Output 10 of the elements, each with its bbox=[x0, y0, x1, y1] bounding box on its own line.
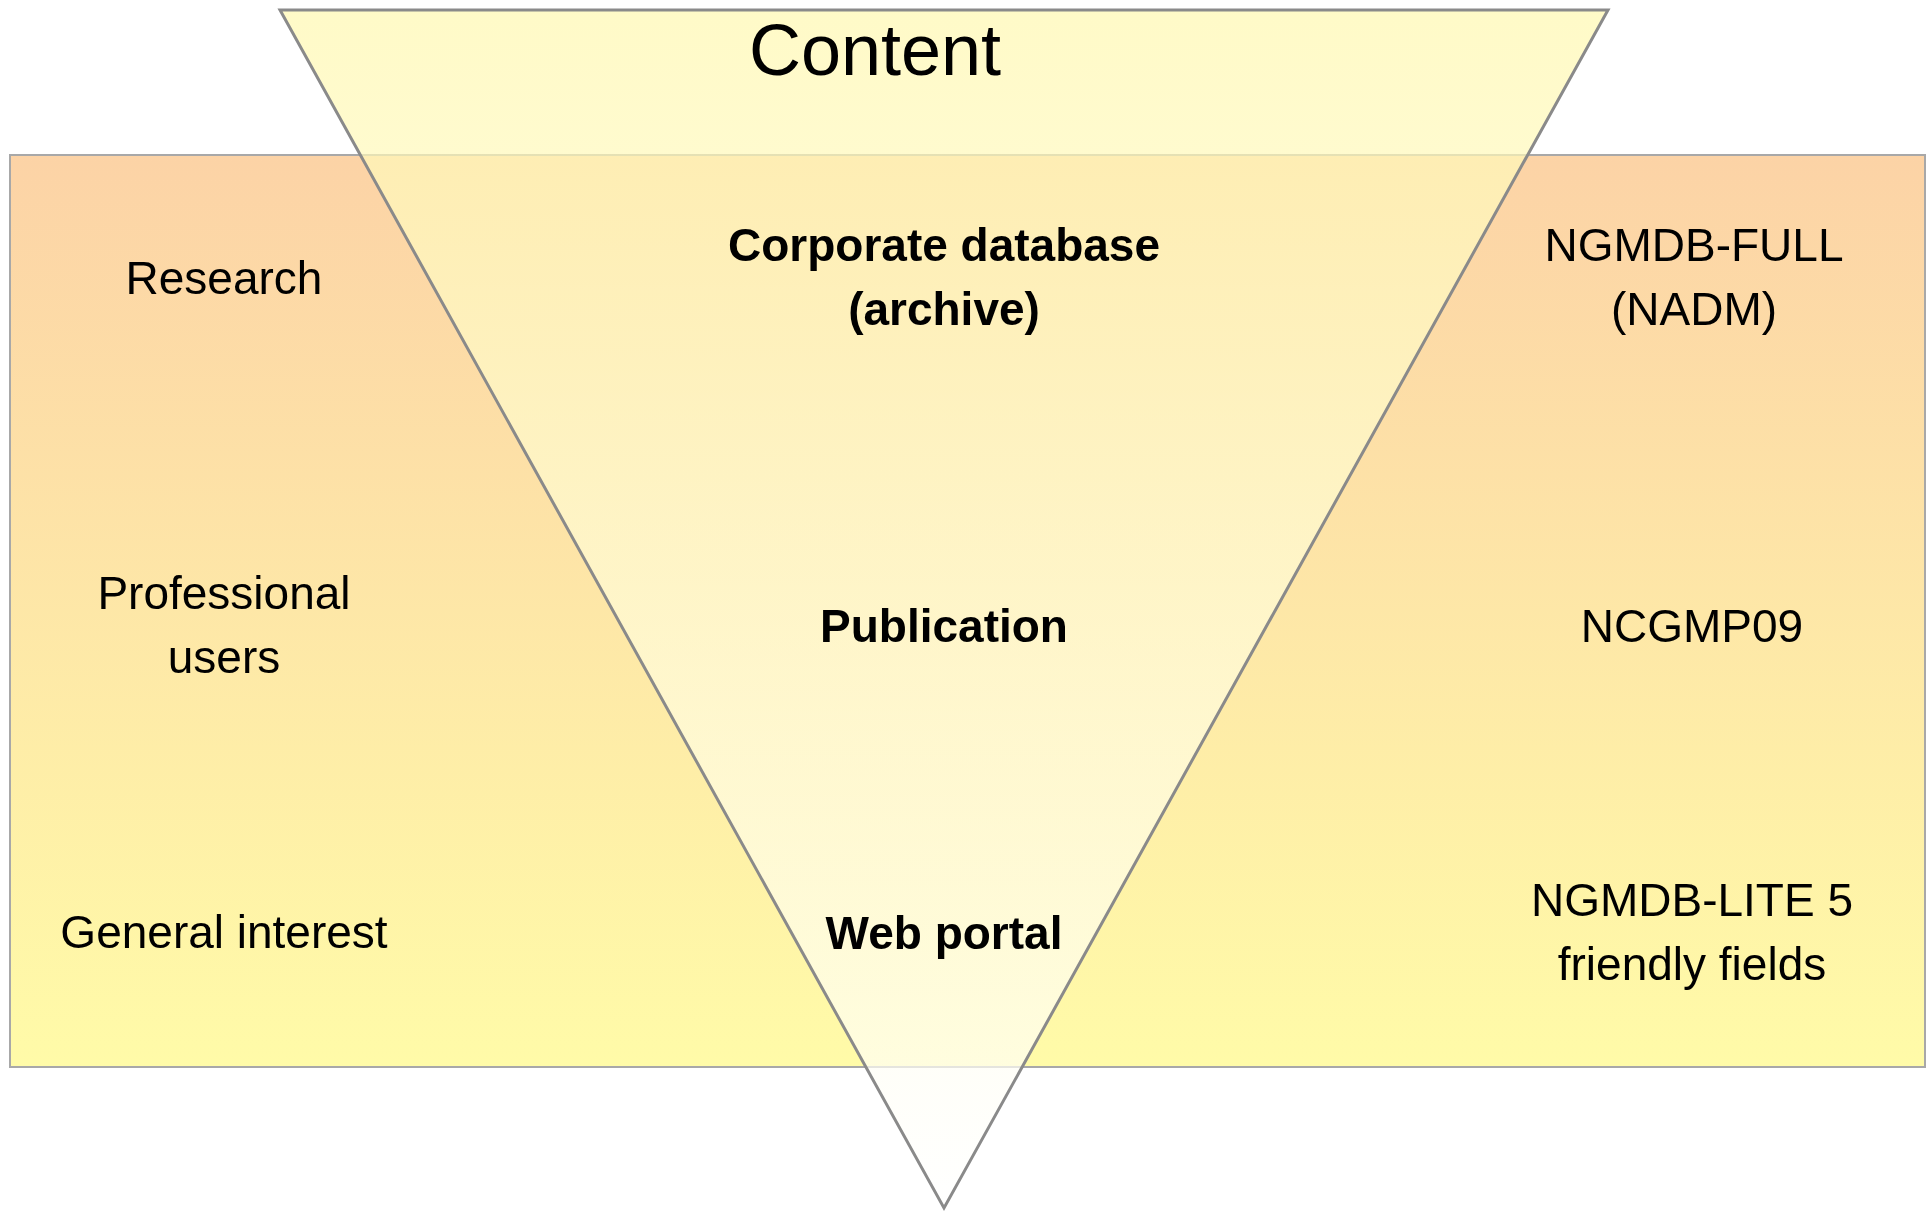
audience-label: Professional users bbox=[96, 566, 352, 685]
audience-label: General interest bbox=[59, 905, 389, 960]
layer-label: Publication bbox=[819, 599, 1069, 654]
format-label: NGMDB-FULL (NADM) bbox=[1543, 218, 1845, 337]
triangle-title: Content bbox=[748, 10, 1002, 90]
audience-label: Research bbox=[124, 251, 324, 306]
layer-label: Corporate database (archive) bbox=[727, 218, 1161, 337]
layer-label: Web portal bbox=[824, 906, 1064, 961]
format-label: NGMDB-LITE 5 friendly fields bbox=[1529, 873, 1854, 992]
format-label: NCGMP09 bbox=[1579, 599, 1805, 654]
